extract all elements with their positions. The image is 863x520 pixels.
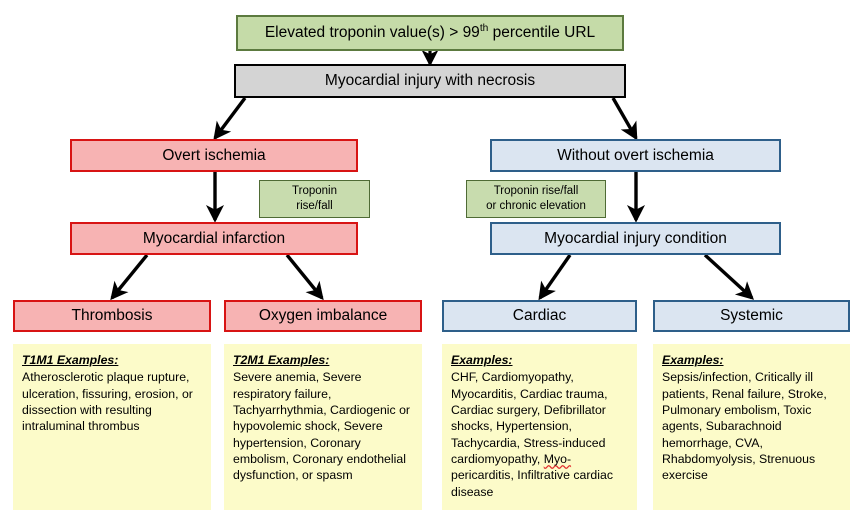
superscript-th: th xyxy=(479,22,489,34)
node-without-overt-ischemia-label: Without overt ischemia xyxy=(557,146,714,164)
node-myocardial-injury-condition[interactable]: Myocardial injury condition xyxy=(490,222,781,255)
examples-thrombosis: T1M1 Examples: Atherosclerotic plaque ru… xyxy=(13,344,211,510)
examples-cardiac: Examples: CHF, Cardiomyopathy, Myocardit… xyxy=(442,344,637,510)
note-troponin-left-line2: rise/fall xyxy=(296,200,333,212)
node-myocardial-infarction[interactable]: Myocardial infarction xyxy=(70,222,358,255)
examples-oxygen-imbalance-title: T2M1 Examples: xyxy=(233,353,330,367)
examples-systemic: Examples: Sepsis/infection, Critically i… xyxy=(653,344,850,510)
note-troponin-right-line2: or chronic elevation xyxy=(486,200,586,212)
node-cardiac-label: Cardiac xyxy=(512,307,567,325)
node-oxygen-imbalance-label: Oxygen imbalance xyxy=(258,307,388,325)
examples-systemic-body: Sepsis/infection, Critically ill patient… xyxy=(662,370,827,483)
examples-cardiac-title: Examples: xyxy=(451,353,513,367)
examples-systemic-title: Examples: xyxy=(662,353,724,367)
arrow-mic-to-cardiac xyxy=(538,254,572,301)
node-myocardial-injury-with-necrosis-label: Myocardial injury with necrosis xyxy=(324,72,536,90)
node-oxygen-imbalance[interactable]: Oxygen imbalance xyxy=(224,300,422,332)
arrow-mi-to-thrombosis xyxy=(110,253,149,301)
arrow-injury-to-overt-ischemia xyxy=(213,96,247,141)
note-troponin-rise-fall-or-chronic-elevation-right: Troponin rise/fall or chronic elevation xyxy=(466,180,606,218)
node-myocardial-injury-with-necrosis[interactable]: Myocardial injury with necrosis xyxy=(234,64,626,98)
node-thrombosis[interactable]: Thrombosis xyxy=(13,300,211,332)
examples-cardiac-body: CHF, Cardiomyopathy, Myocarditis, Cardia… xyxy=(451,369,628,500)
node-overt-ischemia[interactable]: Overt ischemia xyxy=(70,139,358,172)
node-cardiac[interactable]: Cardiac xyxy=(442,300,637,332)
node-thrombosis-label: Thrombosis xyxy=(71,307,153,325)
examples-oxygen-imbalance-body: Severe anemia, Severe respiratory failur… xyxy=(233,370,411,483)
examples-oxygen-imbalance: T2M1 Examples: Severe anemia, Severe res… xyxy=(224,344,422,510)
note-troponin-right-line1: Troponin rise/fall xyxy=(493,185,579,198)
node-elevated-troponin-label: Elevated troponin value(s) > 99th percen… xyxy=(264,22,596,42)
arrow-mic-to-systemic xyxy=(703,253,755,300)
examples-thrombosis-title: T1M1 Examples: xyxy=(22,353,119,367)
node-myocardial-injury-condition-label: Myocardial injury condition xyxy=(544,229,727,247)
node-systemic[interactable]: Systemic xyxy=(653,300,850,332)
arrow-mi-to-oxygen-imbalance xyxy=(285,253,324,301)
node-without-overt-ischemia[interactable]: Without overt ischemia xyxy=(490,139,781,172)
node-systemic-label: Systemic xyxy=(720,307,783,325)
examples-cardiac-body-part1: CHF, Cardiomyopathy, Myocarditis, Cardia… xyxy=(451,370,608,467)
examples-cardiac-misspelled-word: Myo- xyxy=(543,452,572,467)
arrow-injury-to-without-overt-ischemia xyxy=(611,97,638,141)
note-troponin-rise-fall-left: Troponin rise/fall xyxy=(259,180,370,218)
node-myocardial-infarction-label: Myocardial infarction xyxy=(142,229,286,247)
examples-cardiac-body-part2: pericarditis, Infiltrative cardiac disea… xyxy=(451,468,613,499)
node-overt-ischemia-label: Overt ischemia xyxy=(162,146,266,164)
note-troponin-left-line1: Troponin xyxy=(292,185,337,198)
examples-thrombosis-body: Atherosclerotic plaque rupture, ulcerati… xyxy=(22,370,193,434)
node-elevated-troponin[interactable]: Elevated troponin value(s) > 99th percen… xyxy=(236,15,624,51)
